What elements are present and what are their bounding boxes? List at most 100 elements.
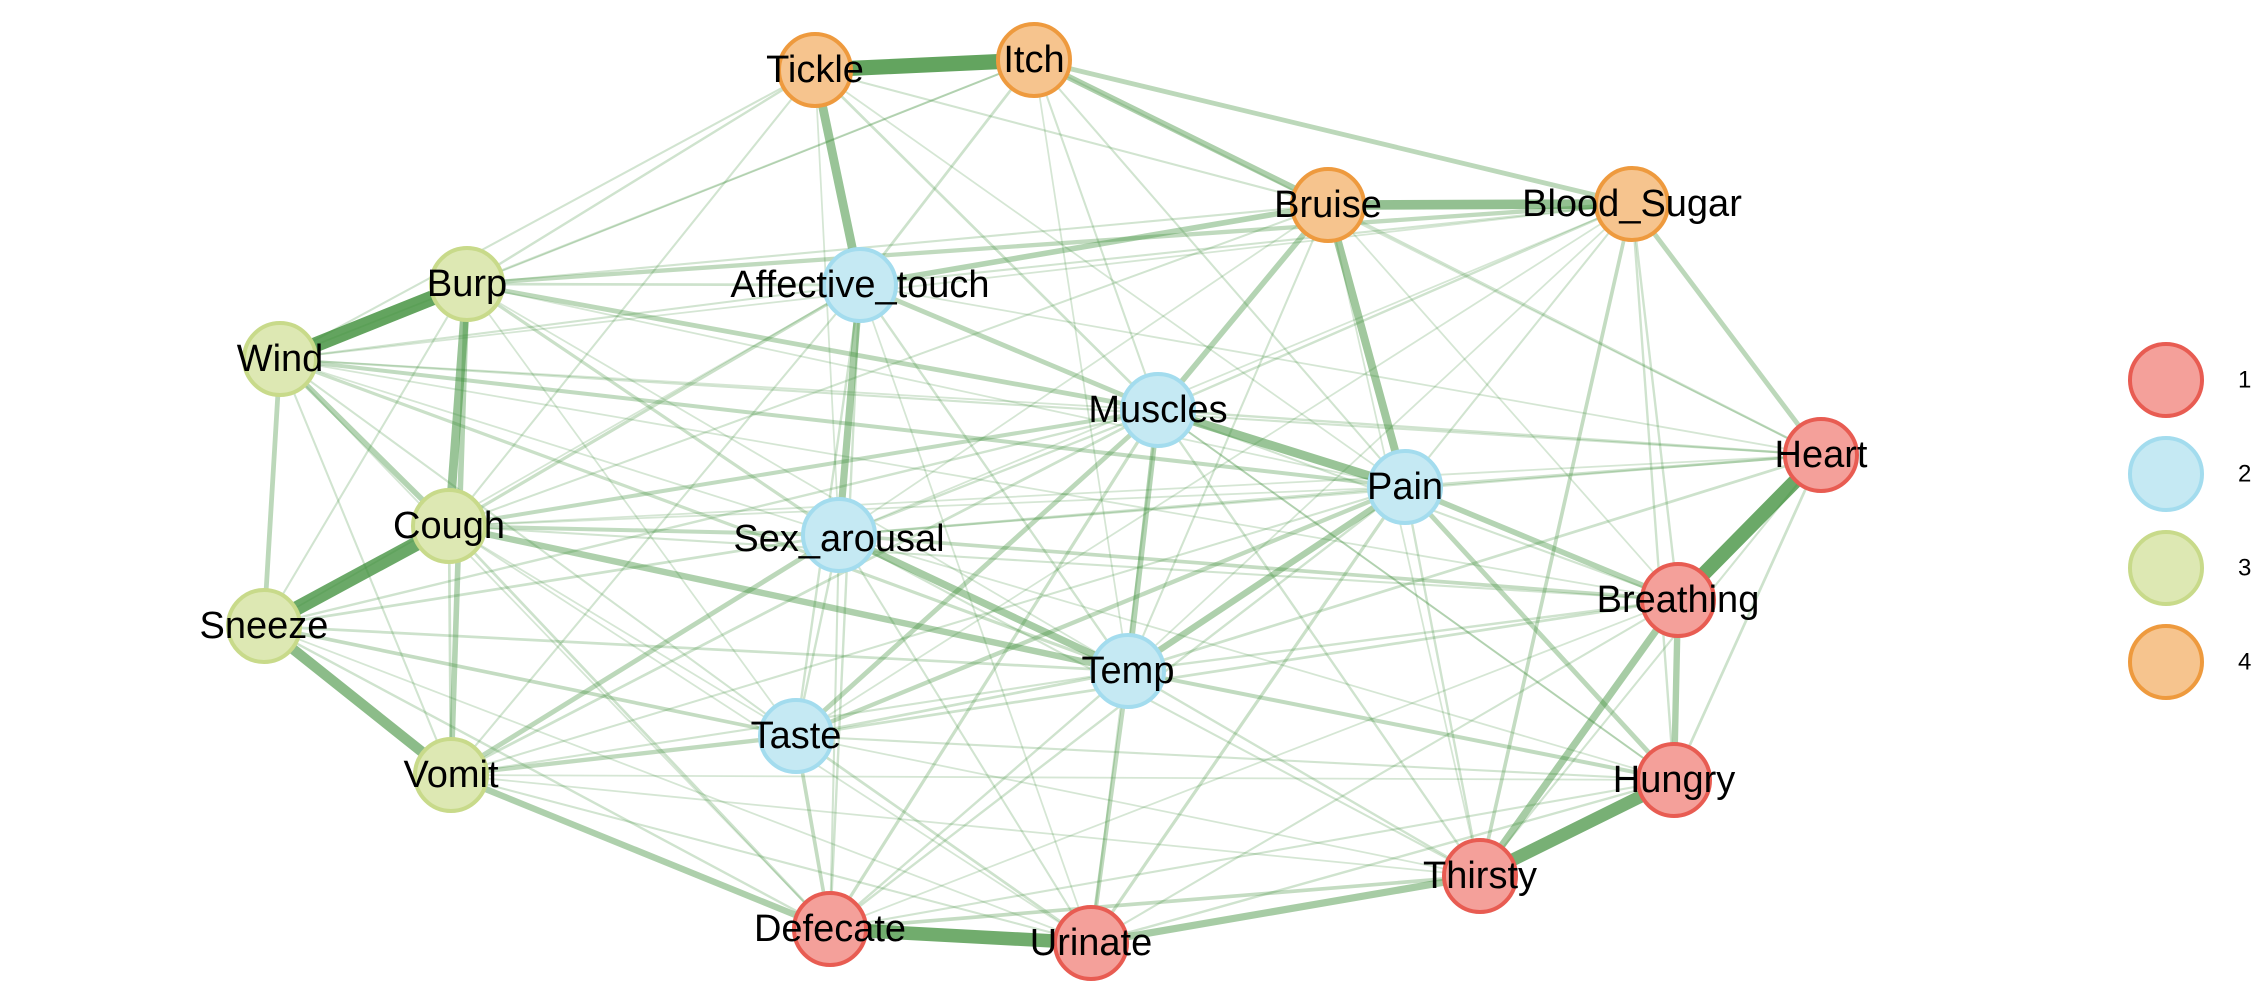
node-vomit [413, 737, 489, 813]
edge-affective_touch-defecate [828, 283, 862, 931]
node-taste [758, 698, 834, 774]
legend-label-3: 3 [2238, 555, 2251, 582]
edge-bruise-burp [465, 203, 1330, 286]
node-blood-sugar [1594, 166, 1670, 242]
node-label-itch: Itch [1003, 39, 1064, 81]
legend-label-1: 1 [2238, 367, 2251, 394]
node-label-temp: Temp [1082, 650, 1175, 692]
node-urinate [1053, 905, 1129, 981]
edge-breathing-thirsty [1476, 596, 1682, 880]
edge-affective_touch-heart [859, 284, 1822, 456]
edge-hungry-muscles [1156, 408, 1676, 782]
edge-taste-blood_sugar [795, 203, 1633, 737]
edge-itch-affective_touch [858, 58, 1036, 287]
edge-temp-breathing [1126, 598, 1680, 673]
edge-sneeze-vomit [258, 620, 457, 781]
node-breathing [1640, 562, 1716, 638]
edge-pain-urinate [1089, 485, 1407, 945]
edge-pain-breathing [1402, 484, 1681, 603]
node-temp [1090, 633, 1166, 709]
edge-sex_arousal-pain [837, 485, 1407, 537]
edge-sneeze-burp [262, 282, 469, 628]
edge-blood_sugar-hungry [1630, 202, 1676, 782]
edge-vomit-urinate [449, 773, 1093, 945]
edge-tickle-cough [447, 68, 817, 528]
edge-urinate-sex_arousal [837, 533, 1093, 945]
edge-sex_arousal-hungry [838, 534, 1675, 781]
edge-bruise-breathing [1327, 204, 1679, 601]
edge-heart-temp [1126, 453, 1823, 673]
node-label-breathing: Breathing [1597, 579, 1760, 621]
edge-bruise-blood_sugar [1323, 199, 1637, 210]
edge-sneeze-muscles [262, 408, 1160, 628]
edge-blood_sugar-breathing [1630, 202, 1680, 602]
node-label-bruise: Bruise [1274, 184, 1382, 226]
edge-cough-sex_arousal [447, 524, 841, 537]
edge-muscles-thirsty [1156, 408, 1482, 878]
edge-taste-temp [794, 669, 1130, 738]
node-label-sex-arousal: Sex_arousal [733, 518, 944, 560]
edge-bruise-muscles [1155, 202, 1331, 413]
edge-sneeze-urinate [263, 625, 1092, 944]
node-label-thirsty: Thirsty [1423, 855, 1537, 897]
node-itch [996, 22, 1072, 98]
edge-bruise-temp [1126, 203, 1330, 673]
edge-itch-blood_sugar [1031, 57, 1635, 207]
edge-muscles-defecate [828, 408, 1160, 931]
edge-wind-temp [278, 357, 1130, 673]
edge-tickle-wind [278, 68, 817, 361]
edge-pain-defecate [828, 485, 1407, 931]
edge-defecate-thirsty [828, 874, 1482, 931]
edge-sex_arousal-breathing [837, 533, 1680, 602]
node-label-blood-sugar: Blood_Sugar [1522, 183, 1742, 225]
legend-swatch-2 [2128, 436, 2204, 512]
edge-defecate-breathing [829, 599, 1679, 930]
edge-heart-thirsty [1478, 453, 1823, 878]
node-label-defecate: Defecate [754, 908, 906, 950]
edge-defecate-urinate [823, 922, 1098, 950]
edge-taste-urinate [794, 734, 1093, 945]
edge-pain-temp [1124, 483, 1409, 675]
node-label-sneeze: Sneeze [200, 605, 329, 647]
edge-burp-sex_arousal [465, 282, 841, 537]
edge-burp-pain [466, 283, 1406, 488]
edge-hungry-taste [794, 734, 1676, 782]
edge-bruise-thirsty [1327, 204, 1481, 877]
node-label-wind: Wind [237, 338, 324, 380]
edge-heart-pain [1403, 453, 1823, 489]
legend-swatch-3 [2128, 530, 2204, 606]
edge-cough-pain [448, 486, 1406, 527]
edge-heart-wind [278, 357, 1823, 457]
edge-affective_touch-muscles [857, 282, 1161, 413]
edge-itch-pain [1032, 58, 1407, 489]
edge-itch-burp [465, 58, 1036, 286]
edge-blood_sugar-wind [279, 203, 1633, 360]
node-affective-touch [822, 247, 898, 323]
edge-vomit-affective_touch [449, 283, 862, 777]
edge-taste-muscles [793, 407, 1161, 739]
edge-burp-cough [444, 279, 472, 531]
edge-blood_sugar-thirsty [1478, 202, 1634, 878]
edge-wind-affective_touch [278, 283, 862, 361]
edge-breathing-cough [447, 524, 1680, 602]
node-heart [1783, 417, 1859, 493]
edge-burp-blood_sugar [464, 201, 1635, 287]
legend-swatch-4 [2128, 624, 2204, 700]
edge-bruise-cough [447, 203, 1330, 528]
edge-pain-thirsty [1403, 485, 1482, 878]
edge-taste-breathing [794, 598, 1680, 738]
edge-bruise-sex_arousal [838, 204, 1329, 536]
edge-burp-temp [466, 283, 1129, 672]
edge-wind-sex_arousal [279, 358, 840, 536]
edge-muscles-pain [1153, 405, 1410, 492]
edge-sneeze-sex_arousal [262, 533, 841, 628]
node-hungry [1636, 742, 1712, 818]
edge-sneeze-taste [262, 624, 798, 738]
edge-wind-pain [278, 357, 1407, 489]
edge-wind-taste [278, 357, 798, 738]
edge-cough-muscles [447, 408, 1160, 528]
edge-muscles-heart [1156, 408, 1823, 457]
node-cough [411, 488, 487, 564]
edge-heart-sex_arousal [837, 453, 1823, 537]
